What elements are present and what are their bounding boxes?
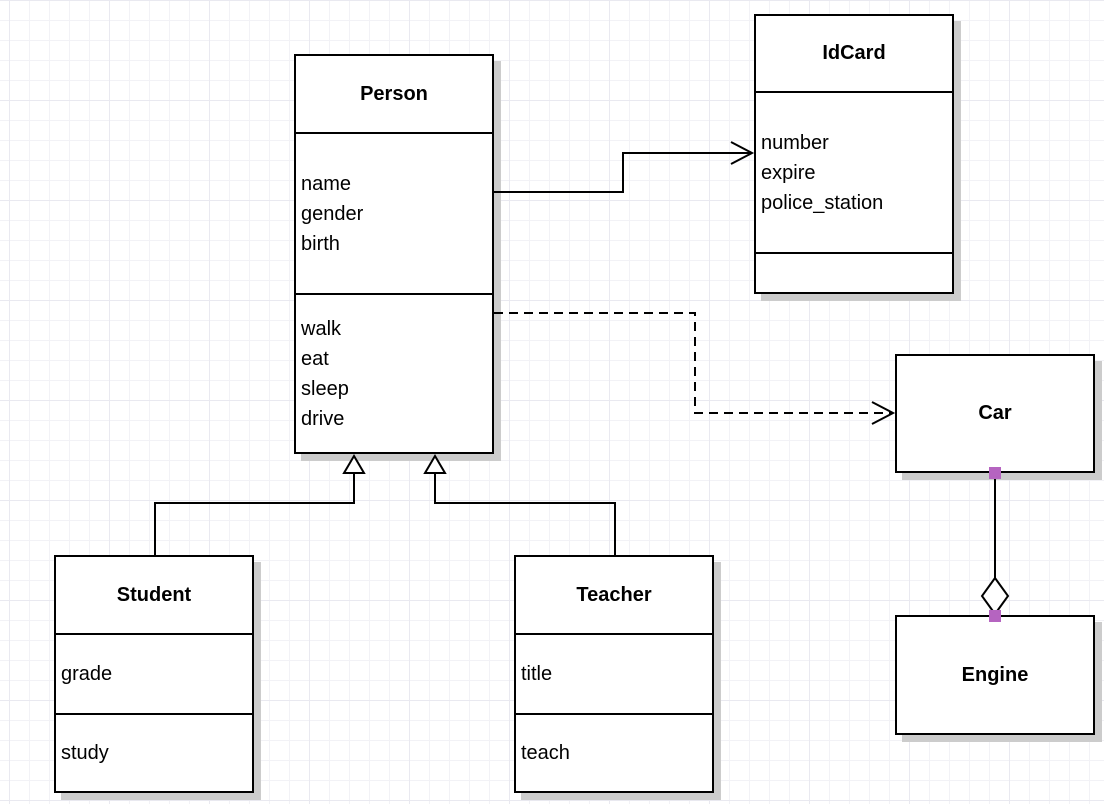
class-car[interactable]: Car (895, 354, 1095, 473)
association-person-idcard[interactable] (494, 141, 755, 193)
class-student[interactable]: Student grade study (54, 555, 254, 793)
class-teacher-attributes: title (516, 635, 712, 715)
generalization-teacher-person[interactable] (423, 454, 616, 555)
class-idcard-title: IdCard (756, 16, 952, 93)
class-idcard[interactable]: IdCard number expire police_station (754, 14, 954, 294)
method: walk (301, 317, 342, 340)
class-student-title: Student (56, 557, 252, 635)
method: teach (521, 742, 570, 764)
class-student-methods: study (56, 715, 252, 791)
attribute: number (761, 131, 829, 154)
hollow-triangle-icon (423, 454, 447, 474)
dependency-line[interactable] (494, 312, 891, 414)
aggregation-car-engine[interactable] (980, 467, 1010, 622)
class-person-methods: walk eat sleep drive (296, 295, 492, 452)
method: study (61, 742, 109, 764)
class-student-attributes: grade (56, 635, 252, 715)
hollow-triangle-icon (342, 454, 366, 474)
class-teacher-methods: teach (516, 715, 712, 791)
hollow-diamond-icon (980, 576, 1010, 616)
attribute: grade (61, 663, 113, 685)
method: eat (301, 347, 329, 370)
open-arrowhead-icon (871, 401, 896, 425)
attribute: birth (301, 232, 340, 255)
attribute: name (301, 172, 352, 195)
generalization-student-person[interactable] (154, 454, 366, 555)
class-person-title: Person (296, 56, 492, 134)
class-engine[interactable]: Engine (895, 615, 1095, 735)
open-arrowhead-icon (730, 141, 755, 165)
class-teacher-title: Teacher (516, 557, 712, 635)
dependency-person-car[interactable] (494, 312, 896, 425)
class-car-title: Car (978, 402, 1012, 424)
attribute: gender (301, 202, 364, 225)
class-engine-title: Engine (961, 663, 1029, 686)
class-idcard-methods (756, 254, 952, 292)
attribute: title (521, 663, 553, 685)
class-idcard-attributes: number expire police_station (756, 93, 952, 254)
method: drive (301, 407, 345, 430)
generalization-line[interactable] (154, 472, 355, 555)
class-person[interactable]: Person name gender birth walk eat sleep … (294, 54, 494, 454)
association-line[interactable] (494, 152, 751, 193)
attribute: police_station (761, 191, 884, 214)
class-person-attributes: name gender birth (296, 134, 492, 295)
method: sleep (301, 377, 349, 400)
attribute: expire (761, 161, 816, 184)
generalization-line[interactable] (434, 472, 616, 555)
class-teacher[interactable]: Teacher title teach (514, 555, 714, 793)
